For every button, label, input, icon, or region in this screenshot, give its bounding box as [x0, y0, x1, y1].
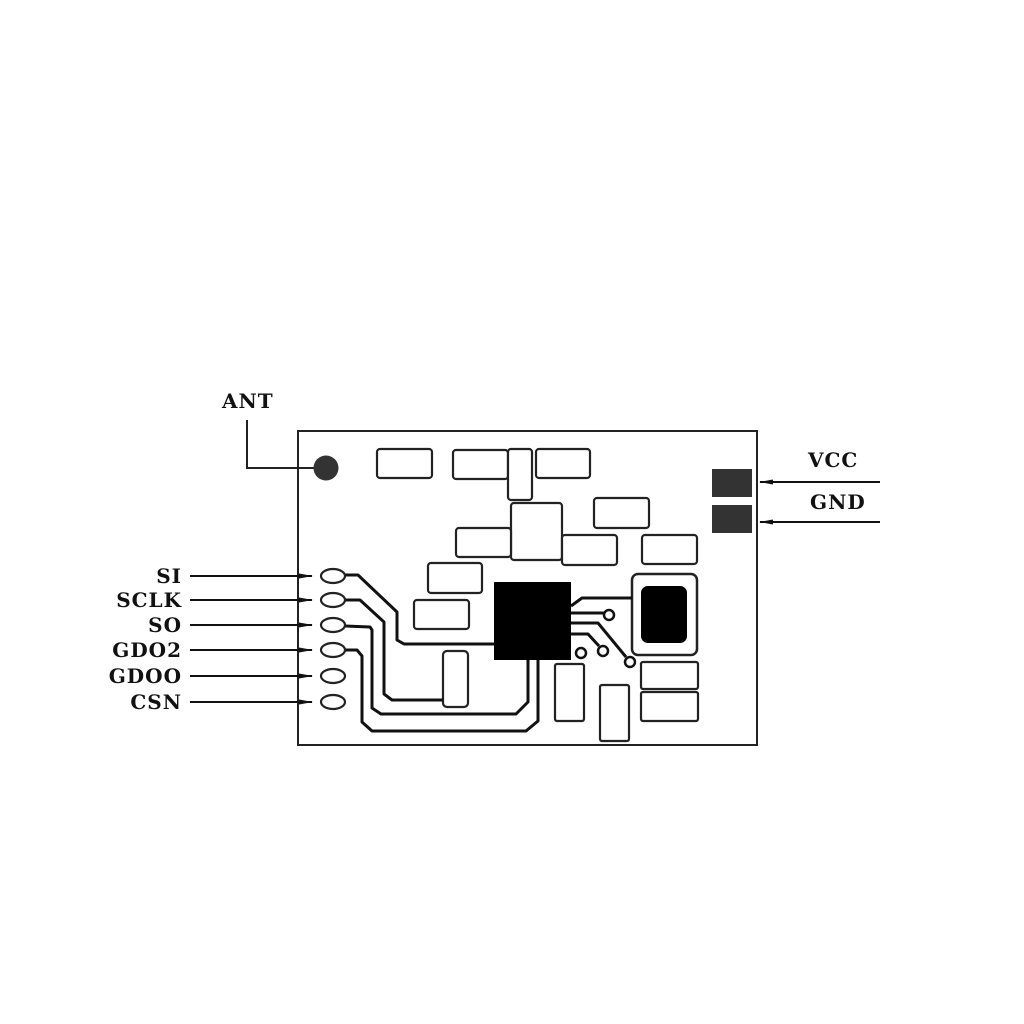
- pin-pad: [319, 693, 347, 711]
- pin-pad: [319, 641, 347, 659]
- traces: [344, 573, 632, 733]
- pad: [451, 448, 510, 481]
- pad: [598, 683, 631, 743]
- pin-label: GDO2: [112, 638, 182, 662]
- pad: [639, 690, 700, 723]
- pin-pad: [319, 567, 347, 585]
- pin-label: SO: [148, 613, 182, 637]
- antenna-pad: [313, 455, 339, 481]
- pin-pad: [319, 591, 347, 609]
- vcc-pad: [712, 469, 752, 497]
- pin-label: GDOO: [109, 664, 182, 688]
- pad: [375, 447, 434, 480]
- vcc-label: VCC: [807, 448, 858, 472]
- pad: [640, 533, 699, 566]
- pad: [639, 660, 700, 691]
- vias: [574, 608, 637, 669]
- ant-label: ANT: [221, 389, 274, 413]
- pin-label: SI: [156, 564, 182, 588]
- gnd-pad: [712, 505, 752, 533]
- pad: [560, 533, 619, 567]
- crystal-body: [641, 586, 687, 643]
- pin-label: SCLK: [116, 588, 182, 612]
- pad: [553, 662, 586, 723]
- ant-leader-line: [246, 420, 314, 469]
- component-pads: [375, 447, 700, 743]
- pin-pad: [319, 616, 347, 634]
- pad: [534, 447, 592, 480]
- pad: [426, 561, 484, 595]
- pin-label: CSN: [130, 690, 182, 714]
- gnd-label: GND: [810, 490, 866, 514]
- pad: [592, 496, 651, 530]
- pad: [454, 526, 513, 559]
- pin-pad: [319, 667, 347, 685]
- pad: [506, 447, 534, 502]
- rf-chip: [494, 582, 571, 660]
- pad: [412, 598, 471, 631]
- pad: [441, 649, 470, 709]
- pad: [509, 501, 564, 562]
